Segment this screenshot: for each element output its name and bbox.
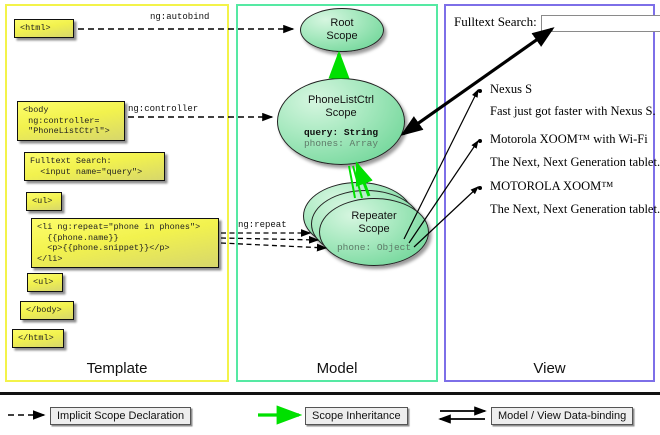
body-controller-box: <body ng:controller= "PhoneListCtrl">: [17, 101, 125, 141]
list-bullet: [478, 186, 482, 190]
view-search-label: Fulltext Search:: [454, 14, 537, 29]
repeater-title-line2: Scope: [358, 223, 390, 236]
phonelistctrl-scope-ellipse: PhoneListCtrl Scope query: String phones…: [277, 78, 405, 165]
view-content: Fulltext Search: Nexus S Fast just got f…: [450, 10, 660, 250]
repeater-title-line1: Repeater: [351, 210, 397, 223]
phonelistctrl-field-query: query: String: [303, 126, 379, 138]
phonelistctrl-field-phones: phones: Array: [303, 138, 379, 149]
view-search-input[interactable]: [540, 14, 660, 32]
repeater-scope-ellipse-front: Repeater Scope phone: Object: [319, 198, 429, 266]
column-label-view: View: [533, 360, 566, 377]
legend-data-binding: Model / View Data-binding: [491, 407, 634, 425]
legend-divider: [0, 392, 660, 395]
label-ng-repeat: ng:repeat: [238, 220, 287, 230]
root-scope-title-line2: Scope: [326, 30, 358, 42]
html-open-box: <html>: [14, 19, 74, 38]
list-bullet: [478, 89, 482, 93]
column-label-template: Template: [86, 360, 148, 377]
view-item-snippet: Fast just got faster with Nexus S.: [490, 104, 656, 118]
view-item-snippet: The Next, Next Generation tablet.: [490, 155, 660, 169]
view-search-row: Fulltext Search:: [454, 14, 660, 32]
label-ng-controller: ng:controller: [128, 104, 199, 114]
html-close-box: </html>: [12, 329, 64, 348]
repeater-field-phone: phone: Object: [336, 242, 412, 254]
li-repeat-box: <li ng:repeat="phone in phones"> {{phone…: [31, 218, 219, 268]
view-item-snippet: The Next, Next Generation tablet.: [490, 202, 660, 216]
phonelistctrl-title-line2: Scope: [325, 106, 357, 119]
view-item-title: Nexus S: [490, 82, 533, 96]
ul-open-box: <ul>: [26, 192, 62, 211]
root-scope-ellipse: Root Scope: [300, 8, 384, 52]
fulltext-search-box: Fulltext Search: <input name="query">: [24, 152, 165, 181]
root-scope-title-line1: Root: [330, 17, 354, 29]
view-item-title: MOTOROLA XOOM™: [490, 179, 614, 193]
legend-scope-inheritance: Scope Inheritance: [305, 407, 408, 425]
label-ng-autobind: ng:autobind: [150, 12, 210, 22]
ul-close-box: <ul>: [27, 273, 63, 292]
body-close-box: </body>: [20, 301, 74, 320]
list-bullet: [478, 139, 482, 143]
column-label-model: Model: [316, 360, 358, 377]
view-item-title: Motorola XOOM™ with Wi-Fi: [490, 132, 648, 146]
legend-implicit-scope: Implicit Scope Declaration: [50, 407, 192, 425]
phonelistctrl-title-line1: PhoneListCtrl: [307, 93, 375, 106]
